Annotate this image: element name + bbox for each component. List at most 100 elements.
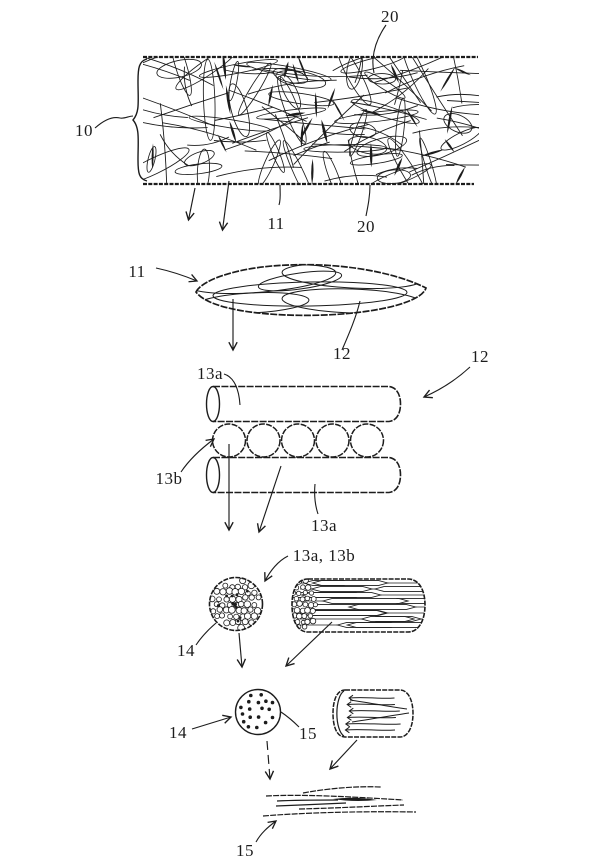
cell: [222, 582, 229, 589]
lens-fiber: [279, 74, 302, 110]
filler-dot: [263, 720, 268, 725]
thin-fiber: [143, 109, 188, 119]
filler-dot: [256, 700, 261, 705]
bundle-fiber: [212, 281, 408, 307]
label-14-micro: 14: [177, 641, 195, 660]
dark-fiber: [299, 117, 313, 141]
filler-dot: [249, 693, 253, 698]
thin-fiber: [247, 79, 337, 95]
label-14-single-arrow: [191, 714, 233, 730]
dark-fiber: [283, 61, 289, 78]
micro-down-arrow-2: [284, 621, 333, 668]
cell: [237, 600, 245, 608]
end-cell: [293, 596, 300, 602]
thin-fiber: [436, 93, 479, 98]
label-11-strip: 11: [267, 214, 284, 233]
thin-fiber: [354, 105, 418, 116]
dark-fiber: [214, 61, 224, 90]
bundle-cross-section: [208, 576, 264, 632]
label-13a-top-leader: [223, 373, 241, 406]
small-cylinder: [332, 689, 414, 738]
dark-fiber: [390, 63, 399, 84]
single-filament-section: [191, 688, 414, 781]
dark-fiber: [444, 139, 455, 153]
thin-fiber: [395, 97, 479, 116]
thin-fiber: [418, 130, 425, 184]
end-cell: [302, 590, 308, 596]
filler-dot: [256, 715, 261, 719]
lens-fiber: [198, 59, 278, 78]
fibril-line: [298, 804, 405, 810]
end-cell: [302, 601, 309, 608]
filament-side-fibers: [344, 694, 410, 734]
label-13a-bottom-leader: [314, 483, 319, 515]
cell-dot: [216, 604, 220, 607]
end-cell: [300, 584, 306, 590]
fiber-line: [347, 716, 396, 719]
end-cell: [312, 602, 318, 608]
filler-dot: [270, 715, 275, 720]
lens-fiber: [349, 109, 368, 157]
filler-dot: [240, 712, 245, 716]
nonwoven-strip-section: [94, 24, 479, 232]
cell: [229, 619, 237, 626]
dark-fiber: [268, 84, 273, 107]
label-12-bundle: 12: [333, 344, 351, 363]
end-cell: [304, 595, 310, 602]
lens-fiber: [156, 58, 202, 79]
fibril-line: [275, 802, 347, 807]
lens-fiber: [256, 107, 327, 120]
lens-fiber: [170, 57, 192, 96]
lens-fiber: [349, 153, 403, 166]
lens-fiber: [246, 61, 332, 82]
top-cylinder-end: [205, 385, 221, 423]
label-combo-arrow: [264, 555, 289, 583]
label-15-single-leader: [280, 711, 300, 728]
cell: [216, 606, 223, 613]
fiber-end-tick: [344, 720, 351, 728]
filament-cells: [209, 577, 262, 631]
end-cell: [309, 607, 316, 614]
filament-cross-section: [234, 688, 282, 736]
end-cell: [301, 624, 308, 630]
cell-dot: [225, 594, 229, 598]
end-cell: [293, 606, 301, 614]
lens-fiber: [282, 140, 316, 184]
bundle-outline: [195, 263, 428, 317]
label-20-top: 20: [381, 7, 399, 26]
bundle-side-view: [291, 578, 426, 633]
bottom-cylinder: [213, 456, 402, 494]
fibril-dark: [333, 797, 377, 802]
lens-fiber: [440, 127, 479, 151]
thin-fiber: [216, 166, 302, 178]
fiber-line: [345, 729, 396, 731]
thin-fiber: [293, 94, 365, 165]
cell-dot: [235, 593, 239, 597]
round-fiber: [315, 423, 350, 458]
fibril-line: [265, 794, 404, 801]
lens-fiber: [303, 144, 387, 153]
round-fiber: [246, 423, 281, 458]
cell: [251, 589, 258, 596]
lens-fiber: [395, 97, 406, 157]
label-20-bottom-leader: [365, 184, 371, 217]
label-13a-bottom: 13a: [311, 516, 337, 535]
filler-dot: [247, 707, 252, 711]
lens-fiber: [202, 58, 216, 141]
fibrils-section: [255, 786, 417, 843]
cell: [247, 606, 254, 613]
end-cell: [310, 596, 317, 602]
dark-fiber: [332, 98, 345, 121]
single-down-arrow: [264, 740, 275, 781]
cell: [213, 587, 221, 595]
dark-fiber: [454, 67, 471, 76]
label-11-bundle-arrow: [155, 267, 199, 283]
strip-down-arrow-2: [218, 180, 230, 232]
dark-fiber: [321, 119, 328, 144]
end-cell: [296, 600, 303, 607]
thin-fiber: [161, 122, 257, 151]
thin-fiber: [187, 136, 230, 146]
label-12-right-arrow: [422, 366, 471, 399]
lens-fiber: [238, 62, 272, 116]
